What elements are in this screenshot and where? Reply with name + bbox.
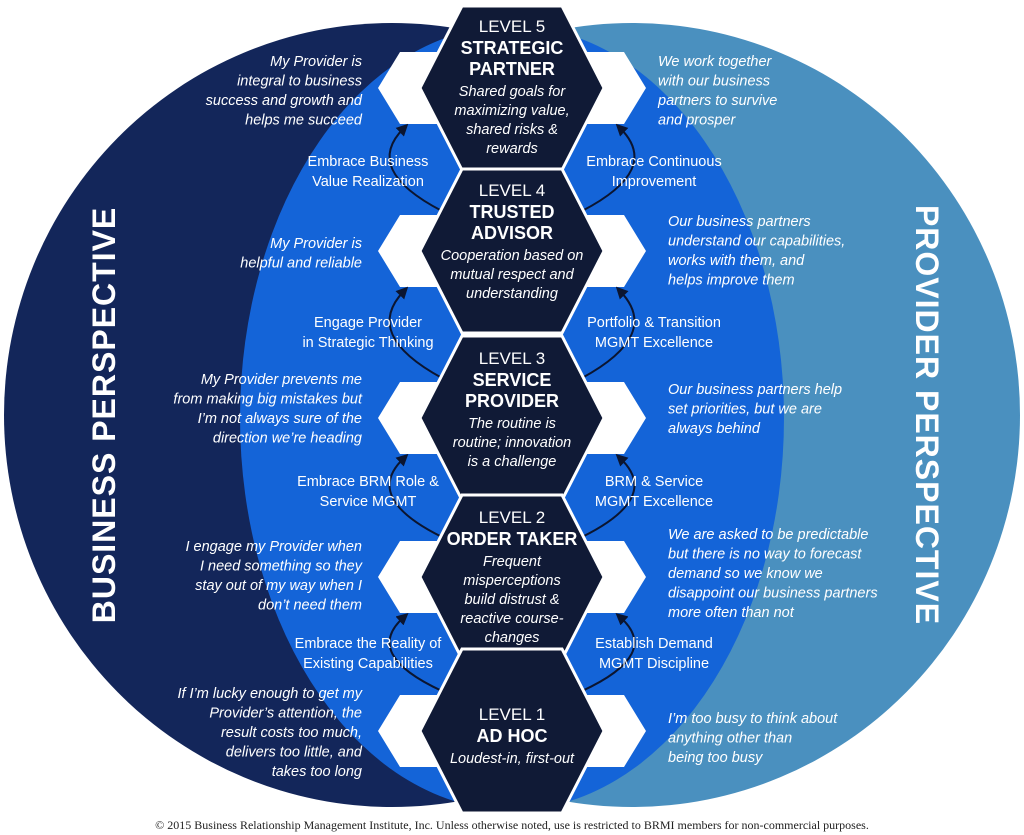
level-1-hexagon: [418, 647, 606, 815]
curved-arrow-layer: [388, 123, 636, 692]
provider-transition-arrow: [581, 123, 636, 212]
business-transition-arrow: [388, 613, 443, 692]
provider-arrow: [582, 382, 646, 454]
business-arrow: [378, 382, 442, 454]
provider-perspective-label: PROVIDER PERSPECTIVE: [909, 205, 945, 625]
white-arrow-layer: [378, 52, 646, 767]
provider-arrow: [582, 541, 646, 613]
business-transition-arrow: [388, 286, 443, 379]
provider-arrow: [582, 215, 646, 287]
business-transition-arrow: [388, 453, 443, 538]
level-number: LEVEL 4: [479, 181, 545, 200]
provider-transition-arrow: [581, 286, 636, 379]
business-arrow: [378, 52, 442, 124]
provider-transition-arrow: [581, 453, 636, 538]
provider-arrow: [582, 695, 646, 767]
business-transition-arrow: [388, 123, 443, 212]
business-arrow: [378, 695, 442, 767]
level-number: LEVEL 2: [479, 508, 545, 527]
provider-transition-arrow: [581, 613, 636, 692]
provider-arrow: [582, 52, 646, 124]
level-number: LEVEL 1: [479, 705, 545, 724]
business-transition-label: Embrace BRM Role &Service MGMT: [297, 474, 439, 510]
level-hexagon-layer: [418, 4, 606, 815]
level-4-hexagon: [418, 167, 606, 335]
business-arrow: [378, 541, 442, 613]
level-description: Loudest-in, first-out: [450, 751, 575, 767]
level-name: ORDER TAKER: [447, 529, 578, 549]
business-perspective-label: BUSINESS PERSPECTIVE: [86, 207, 122, 624]
level-name: AD HOC: [477, 726, 548, 746]
level-number: LEVEL 5: [479, 17, 545, 36]
business-arrow: [378, 215, 442, 287]
copyright-notice: © 2015 Business Relationship Management …: [155, 818, 869, 832]
level-number: LEVEL 3: [479, 349, 545, 368]
